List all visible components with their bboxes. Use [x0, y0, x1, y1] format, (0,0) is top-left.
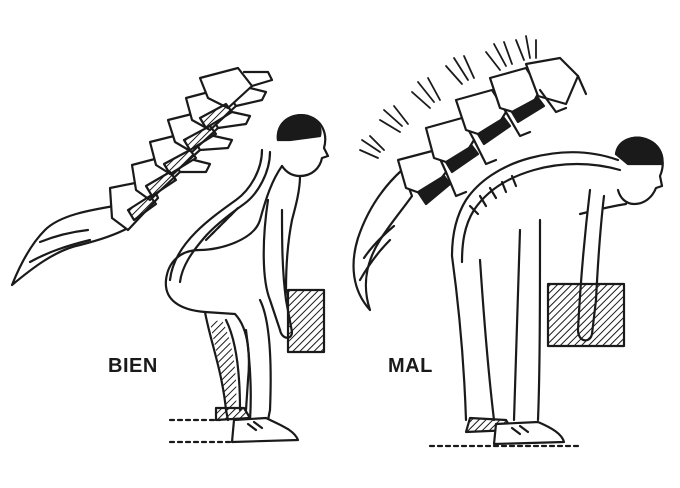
- good-vertebrae-column: [110, 68, 272, 230]
- bad-back-spine-marks: [470, 176, 516, 214]
- good-shoe-back: [216, 408, 250, 420]
- bad-leg-front: [514, 230, 520, 420]
- bad-posture-figure: [354, 36, 663, 446]
- bad-vertebrae-column: [398, 58, 586, 204]
- bad-leg-back: [452, 256, 466, 420]
- good-shoe-front: [232, 418, 298, 442]
- good-box: [288, 290, 324, 352]
- good-back-spine-marks: [206, 208, 238, 240]
- good-posture-figure: [12, 68, 328, 442]
- bad-spine-tail: [354, 170, 412, 310]
- bad-box: [548, 284, 624, 346]
- bad-shoe: [494, 422, 564, 444]
- good-label: BIEN: [108, 355, 158, 378]
- bad-label: MAL: [388, 355, 433, 378]
- good-leg-front: [260, 300, 271, 420]
